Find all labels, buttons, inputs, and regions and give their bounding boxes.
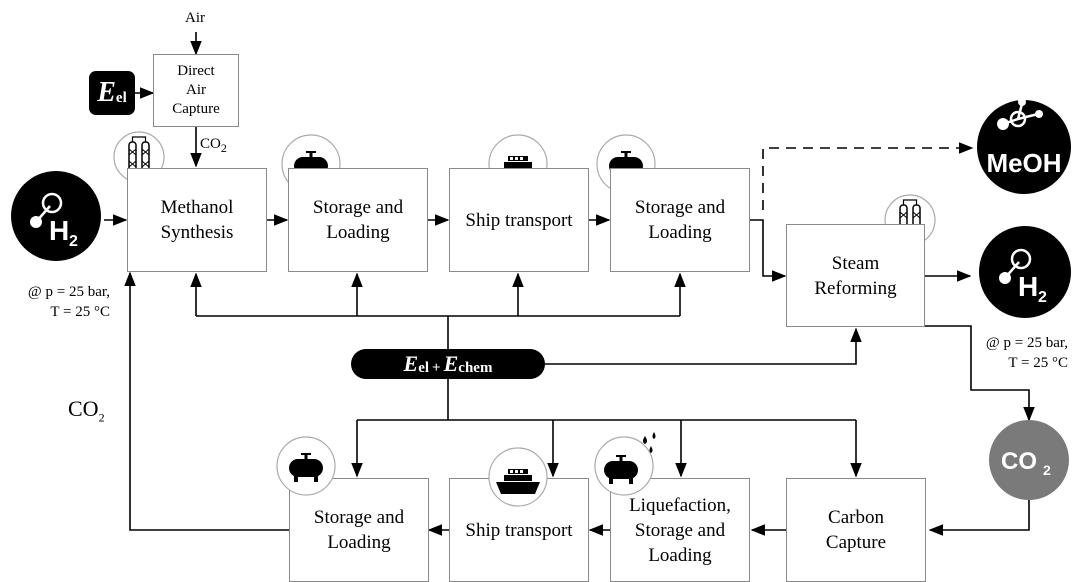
co2-return-label: CO2 xyxy=(68,396,105,425)
steam-reforming-box: Steam Reforming xyxy=(786,224,925,327)
h2-left-cond-2: T = 25 °C xyxy=(50,304,110,320)
h2-input-circle: H 2 xyxy=(11,171,101,261)
h2-left-sub: 2 xyxy=(69,233,78,250)
storage-loading-box-3: Storage and Loading xyxy=(289,478,429,582)
storage1-line-1: Storage and xyxy=(312,197,404,218)
dac-co2-label: CO2 xyxy=(200,136,227,156)
energy-e2: E xyxy=(443,351,459,376)
meoh-product-circle: MeOH xyxy=(977,98,1071,194)
liq-line-1: Liquefaction, xyxy=(629,494,731,516)
dac-line-2: Air xyxy=(186,82,206,98)
ship1-line-1: Ship transport xyxy=(465,209,573,231)
h2-left-cond-1: @ p = 25 bar, xyxy=(27,284,110,300)
energy-s1: el xyxy=(418,359,430,376)
air-label: Air xyxy=(185,10,205,26)
methanol-synthesis-box: Methanol Synthesis xyxy=(127,168,267,272)
co2-small-main: CO xyxy=(200,136,221,152)
carbon-line-1: Carbon xyxy=(828,507,884,528)
h2-right-sub: 2 xyxy=(1038,289,1047,306)
steam-line-2: Reforming xyxy=(814,277,897,299)
dac-line-1: Direct xyxy=(177,63,215,79)
methanol-line-2: Synthesis xyxy=(160,222,234,243)
meoh-label: MeOH xyxy=(986,148,1061,178)
co2-small-sub: 2 xyxy=(220,141,227,155)
energy-s2: chem xyxy=(458,359,493,376)
methanol-line-1: Methanol xyxy=(160,197,234,218)
h2-right-cond-1: @ p = 25 bar, xyxy=(985,335,1068,351)
storage-loading-box-2: Storage and Loading xyxy=(610,168,750,272)
liq-line-3: Loading xyxy=(648,544,712,566)
storage3-line-1: Storage and xyxy=(313,507,405,528)
h2-right-cond-2: T = 25 °C xyxy=(1008,355,1068,371)
eel-sub: el xyxy=(115,89,127,106)
co2-return-main: CO xyxy=(68,396,99,421)
flow-arrows xyxy=(104,32,1035,536)
h2-output-circle: H 2 xyxy=(979,226,1071,318)
carbon-line-2: Capture xyxy=(825,532,887,553)
energy-e1: E xyxy=(403,351,419,376)
storage2-line-2: Loading xyxy=(648,222,712,243)
dac-line-3: Capture xyxy=(172,101,220,117)
co2-captured-circle: CO 2 xyxy=(989,420,1069,500)
storage3-line-2: Loading xyxy=(327,532,391,553)
energy-plus: + xyxy=(432,359,441,376)
ship-transport-box-1: Ship transport xyxy=(449,168,589,272)
liquefaction-storage-box: Liquefaction, Storage and Loading xyxy=(610,478,750,582)
co2-circle-sub: 2 xyxy=(1043,462,1051,478)
storage-loading-box-1: Storage and Loading xyxy=(288,168,428,272)
co2-circle-label: CO xyxy=(1001,448,1037,475)
ship-transport-box-2: Ship transport xyxy=(449,478,589,582)
steam-line-1: Steam xyxy=(831,252,880,274)
eel-main: E xyxy=(97,77,116,108)
h2-right-conditions: @ p = 25 bar, T = 25 °C xyxy=(960,333,1068,373)
carbon-capture-box: Carbon Capture xyxy=(786,478,926,582)
ship2-line-1: Ship transport xyxy=(465,519,573,541)
liq-line-2: Storage and xyxy=(634,519,726,541)
co2-return-sub: 2 xyxy=(98,410,105,425)
storage1-line-2: Loading xyxy=(326,222,390,243)
direct-air-capture-box: Direct Air Capture xyxy=(153,54,239,127)
h2-left-label: H xyxy=(49,215,69,246)
h2-right-label: H xyxy=(1018,271,1038,302)
h2-left-conditions: @ p = 25 bar, T = 25 °C xyxy=(10,282,110,322)
storage2-line-1: Storage and xyxy=(634,197,726,218)
